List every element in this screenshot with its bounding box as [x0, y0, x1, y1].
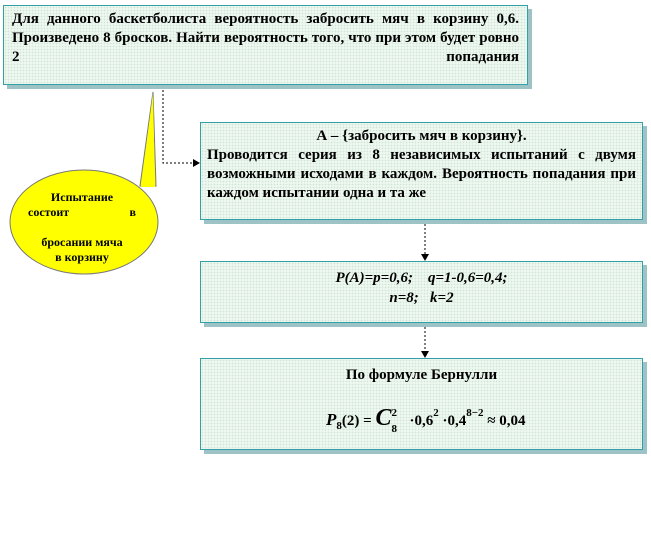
formula-p: P	[326, 410, 337, 429]
callout-ellipse	[9, 169, 159, 275]
event-title: А – {забросить мяч в корзину}.	[316, 128, 527, 144]
problem-box: Для данного баскетболиста вероятность за…	[3, 5, 528, 85]
callout-line-3: бросании мяча	[41, 235, 123, 249]
params-box: P(A)=p=0,6; q=1-0,6=0,4; n=8; k=2	[200, 261, 643, 323]
callout-line-4: в корзину	[55, 250, 109, 264]
formula-arg: (2) =	[341, 413, 372, 429]
formula-term2: ·0,4	[442, 413, 467, 429]
params-line-2: n=8; k=2	[389, 290, 454, 306]
bernoulli-title: По формуле Бернулли	[345, 367, 498, 383]
formula-c-sub: 8	[391, 423, 397, 435]
formula-term1-sup: 2	[433, 407, 439, 419]
callout-line-1: Испытание	[50, 190, 114, 204]
formula-term2-sup: 8−2	[466, 407, 484, 419]
problem-text: Для данного баскетболиста вероятность за…	[12, 11, 519, 65]
formula-c: C	[375, 405, 392, 431]
formula-c-sup: 2	[391, 407, 397, 419]
connector-problem-to-event	[162, 86, 196, 164]
arrowhead-to-bernoulli	[421, 351, 429, 358]
params-line-1: P(A)=p=0,6; q=1-0,6=0,4;	[335, 270, 508, 286]
callout-text: Испытание состоит в бросании мяча в корз…	[28, 190, 136, 265]
callout-line-2: состоит в	[28, 205, 136, 219]
formula-term1: ·0,6	[409, 413, 434, 429]
formula-result: ≈ 0,04	[487, 413, 526, 429]
event-box: А – {забросить мяч в корзину}. Проводитс…	[200, 122, 643, 220]
arrowhead-to-event	[193, 159, 200, 167]
arrowhead-to-params	[421, 254, 429, 261]
event-body: Проводится серия из 8 независимых испыта…	[207, 147, 636, 201]
formula-p-sub: 8	[336, 420, 342, 432]
